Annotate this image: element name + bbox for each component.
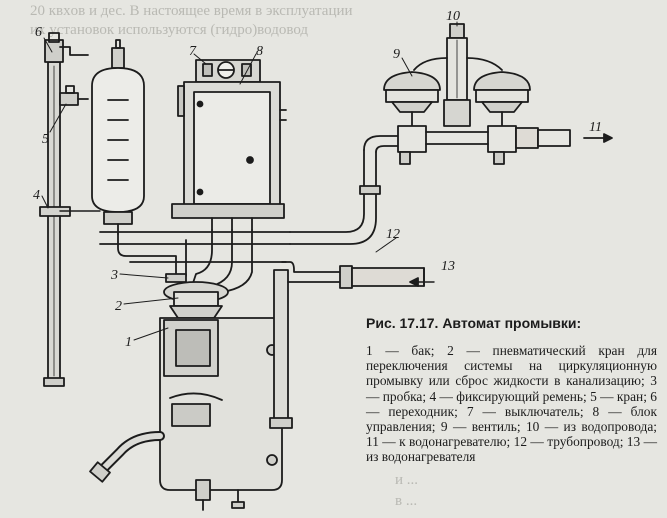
figure-legend: 1 — бак; 2 — пневматический кран для пер… bbox=[366, 343, 657, 465]
callout-13: 13 bbox=[441, 259, 455, 274]
figure-caption: Рис. 17.17. Автомат промывки: 1 — бак; 2… bbox=[366, 315, 657, 465]
callout-2: 2 bbox=[115, 299, 122, 314]
callout-7: 7 bbox=[189, 44, 197, 59]
control-unit bbox=[171, 81, 287, 231]
cylinder-tank bbox=[91, 39, 145, 235]
solenoid-valve-left bbox=[383, 71, 441, 165]
callout-10: 10 bbox=[446, 9, 460, 24]
callout-4: 4 bbox=[33, 188, 40, 203]
pipeline bbox=[289, 135, 399, 245]
washing-tank bbox=[159, 317, 283, 511]
left-vertical-pipe bbox=[39, 32, 101, 387]
figure-title: Рис. 17.17. Автомат промывки: bbox=[366, 315, 582, 331]
callout-12: 12 bbox=[386, 227, 400, 242]
mounting-frame bbox=[99, 231, 291, 263]
callout-8: 8 bbox=[256, 44, 263, 59]
leader-lines bbox=[41, 21, 458, 341]
callout-6: 6 bbox=[35, 25, 42, 40]
flow-arrows bbox=[409, 133, 613, 287]
callout-1: 1 bbox=[125, 335, 132, 350]
callout-3: 3 bbox=[110, 268, 118, 283]
solenoid-valve-right bbox=[473, 71, 531, 165]
plug bbox=[165, 273, 187, 283]
callout-5: 5 bbox=[42, 132, 49, 147]
heater-outlet-pipe bbox=[515, 127, 571, 149]
callout-9: 9 bbox=[393, 47, 400, 62]
adapter-pipe bbox=[59, 46, 89, 56]
water-supply-inlet bbox=[413, 23, 503, 145]
tap bbox=[59, 85, 89, 106]
drain-pipe bbox=[89, 431, 165, 483]
heater-inlet-pipe bbox=[281, 261, 425, 289]
callout-11: 11 bbox=[589, 120, 602, 135]
pneumatic-valve bbox=[163, 281, 229, 319]
return-pipe bbox=[269, 269, 293, 429]
